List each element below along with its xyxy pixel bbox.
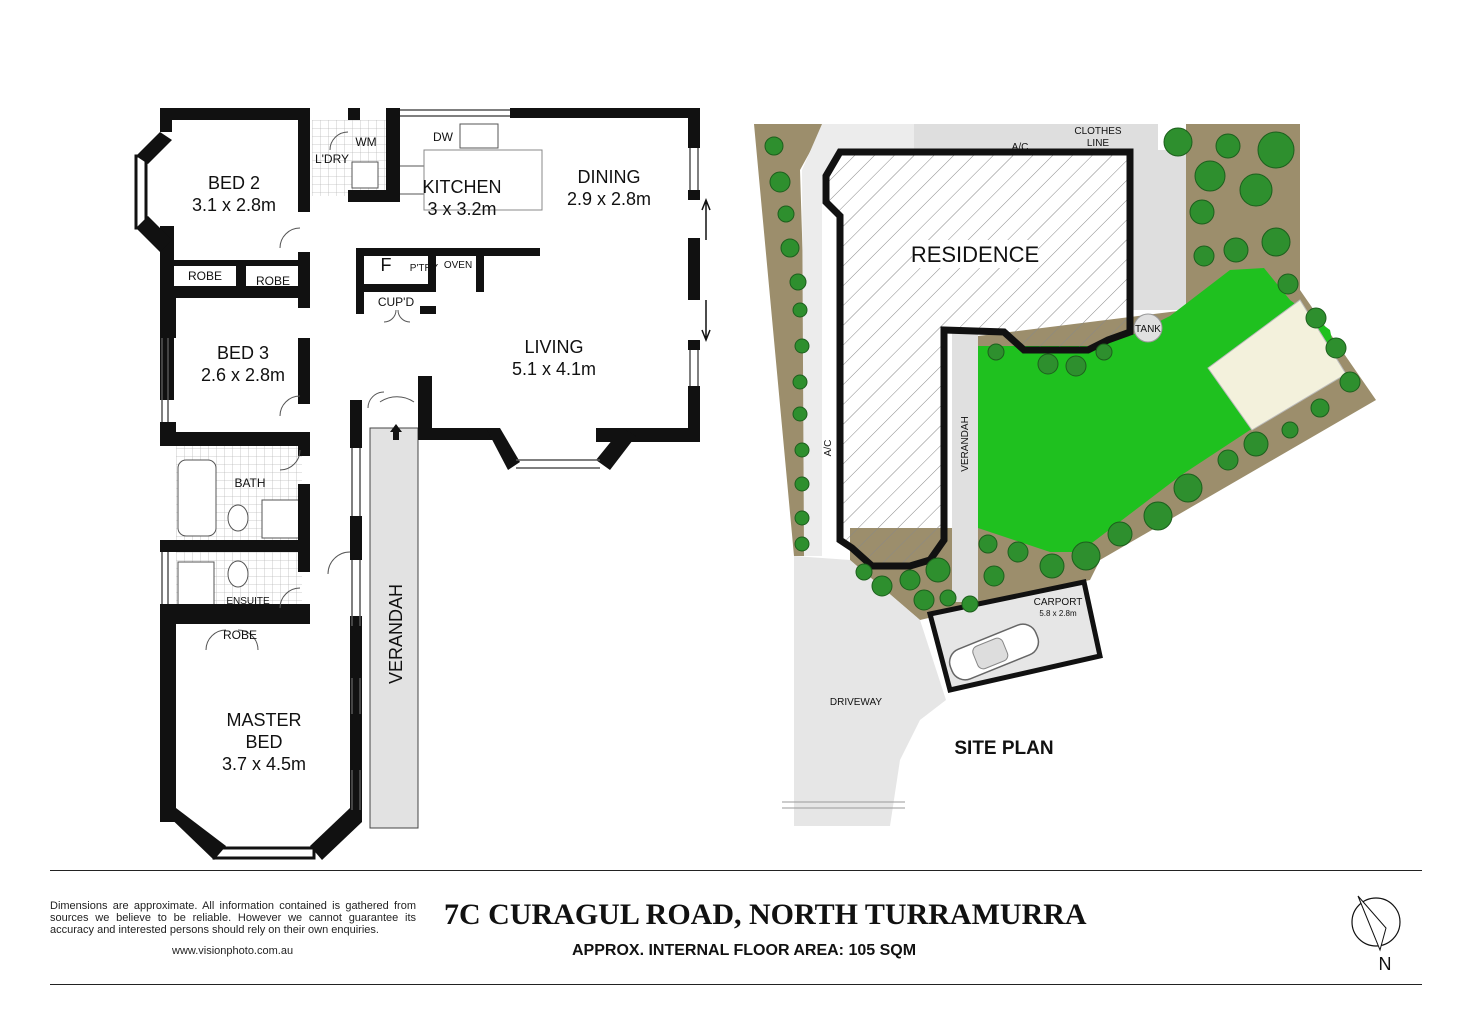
floor-area-text: APPROX. INTERNAL FLOOR AREA: 105 SQM [572, 942, 917, 959]
bed3-name: BED 3 [217, 343, 269, 363]
tank [1133, 313, 1163, 343]
residence-label-bg [912, 240, 1038, 268]
entry-arrow [390, 424, 402, 432]
entry-arrow-stem [393, 432, 399, 440]
ensuite-label: ENSUITE [226, 596, 270, 607]
disclaimer-text: Dimensions are approximate. All informat… [50, 900, 416, 936]
door-swings [205, 131, 415, 651]
robe-bed2-label: ROBE [188, 269, 222, 283]
dining-dims: 2.9 x 2.8m [567, 189, 651, 209]
toilet-bath [227, 504, 249, 532]
living-name: LIVING [524, 337, 583, 357]
pantry-label: P'TRY [410, 263, 439, 274]
residence-label: RESIDENCE [911, 242, 1039, 267]
residence-footprint [822, 148, 1134, 570]
living-dims: 5.1 x 4.1m [512, 359, 596, 379]
kitchen-dims: 3 x 3.2m [427, 199, 496, 219]
site-plan-title: SITE PLAN [954, 738, 1053, 759]
fridge-label: F [381, 255, 392, 275]
website-text: www.visionphoto.com.au [172, 945, 294, 957]
property-address: 7C CURAGUL ROAD, NORTH TURRAMURRA [444, 898, 1087, 931]
kitchen-sink [459, 123, 499, 149]
side-path [1130, 150, 1186, 310]
bath-label: BATH [234, 476, 265, 490]
bed2-name: BED 2 [208, 173, 260, 193]
site-verandah-label: VERANDAH [960, 416, 971, 472]
bed2-dims: 3.1 x 2.8m [192, 195, 276, 215]
footer-rule-bottom [50, 984, 1422, 985]
kitchen-name: KITCHEN [422, 177, 501, 197]
driveway-label: DRIVEWAY [830, 697, 883, 708]
north-label: N [1379, 954, 1392, 974]
verandah-label: VERANDAH [386, 584, 406, 684]
clothes-line-label-1: CLOTHES [1074, 126, 1122, 137]
master-name-2: BED [245, 732, 282, 752]
site-plan: RESIDENCE [754, 124, 1376, 826]
toilet-ensuite [227, 560, 249, 588]
ac-top-label: A/C [1012, 142, 1029, 153]
plants [764, 127, 1361, 613]
dining-door-arrows [701, 197, 711, 343]
shower-bath [261, 499, 301, 539]
robe-bed3-label: ROBE [256, 274, 290, 288]
windows [161, 109, 699, 810]
clothes-line-label-2: LINE [1087, 138, 1110, 149]
robe-master-label: ROBE [223, 628, 257, 642]
oven-label: OVEN [444, 260, 472, 271]
car-icon [948, 623, 1040, 681]
master-dims: 3.7 x 4.5m [222, 754, 306, 774]
carport-dims: 5.8 x 2.8m [1039, 609, 1077, 618]
laundry-label: L'DRY [315, 152, 349, 166]
cupboard-label: CUP'D [378, 295, 415, 309]
verandah-area [369, 427, 419, 829]
floor-plan: BED 2 3.1 x 2.8m BED 3 2.6 x 2.8m KITCHE… [134, 108, 711, 860]
ac-side-label: A/C [823, 440, 834, 457]
bathtub [177, 459, 217, 537]
laundry-tub [351, 161, 379, 189]
cooktop [397, 165, 425, 195]
dining-name: DINING [578, 167, 641, 187]
bed3-dims: 2.6 x 2.8m [201, 365, 285, 385]
walls [134, 108, 700, 860]
kitchen-island [423, 149, 543, 211]
garden-bed-west [754, 124, 914, 556]
master-name: MASTER [226, 710, 301, 730]
site-verandah [952, 332, 978, 602]
clothes-line-paving [914, 124, 1158, 150]
footer-rule-top [50, 870, 1422, 871]
west-path [802, 124, 914, 556]
wm-label: WM [355, 135, 376, 149]
shower-ensuite [177, 561, 215, 609]
north-arrow: N [1351, 895, 1401, 974]
tank-label: TANK [1135, 324, 1161, 335]
dishwasher-label: DW [433, 130, 454, 144]
carport-label: CARPORT [1034, 597, 1083, 608]
driveway [794, 556, 946, 826]
